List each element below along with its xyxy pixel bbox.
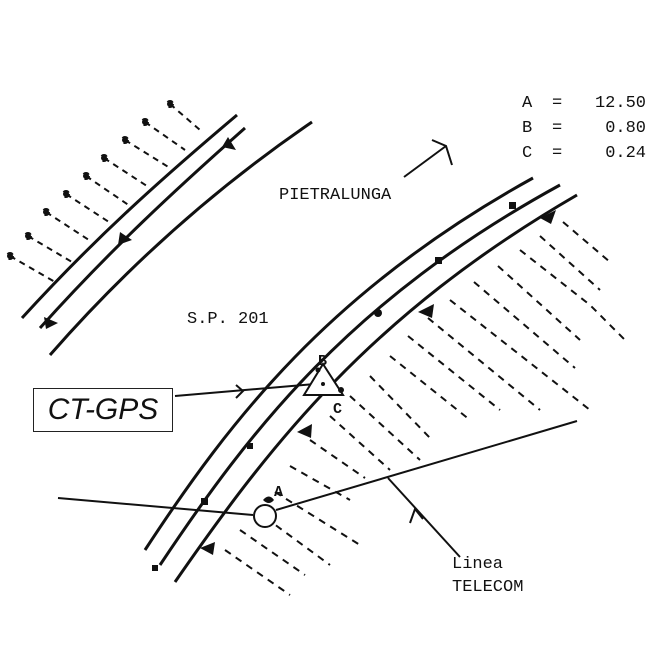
road-center-marks	[152, 202, 516, 571]
upper-embankment-hachures	[6, 100, 201, 283]
telecom-line	[57, 420, 578, 558]
main-road-edge-1	[143, 176, 534, 551]
upper-road-edge-2	[38, 126, 246, 330]
upper-road-edge-1	[20, 113, 238, 320]
legend-table: A = 12.50 B = 0.80 C = 0.24	[522, 94, 646, 163]
legend-value-b: 0.80	[605, 119, 646, 138]
telecom-label-line2: TELECOM	[452, 578, 523, 597]
upper-road	[20, 113, 313, 356]
ct-gps-label: CT-GPS	[47, 393, 159, 426]
upper-slope-marks	[44, 137, 236, 329]
point-a-mark	[263, 496, 274, 503]
legend-value-c: 0.24	[605, 144, 646, 163]
road-label: S.P. 201	[187, 310, 269, 329]
legend-eq-b: =	[552, 119, 562, 138]
upper-road-edge-3	[48, 120, 313, 356]
main-slope-marks	[200, 210, 556, 555]
main-road	[143, 176, 578, 583]
pointer-arrow-icon	[235, 384, 245, 399]
point-c-label: C	[333, 401, 342, 418]
legend-eq-c: =	[552, 144, 562, 163]
legend-eq-a: =	[552, 94, 562, 113]
main-road-edge-3	[173, 193, 578, 583]
point-b-label: B	[318, 353, 327, 370]
gps-pointer	[174, 383, 316, 399]
telecom-label-line1: Linea	[452, 555, 503, 574]
legend-key-a: A	[522, 94, 533, 113]
legend-key-c: C	[522, 144, 532, 163]
main-road-edge-2	[158, 183, 561, 566]
lower-embankment-hachures	[224, 221, 626, 596]
legend-key-b: B	[522, 119, 532, 138]
town-label: PIETRALUNGA	[279, 186, 392, 205]
pole-circle	[253, 504, 277, 528]
ct-gps-label-box: CT-GPS	[33, 388, 173, 432]
telecom-arrow-icon	[409, 506, 424, 524]
north-arrow-icon	[403, 139, 453, 178]
legend-value-a: 12.50	[595, 94, 646, 113]
point-a-label: A	[274, 484, 283, 501]
gps-triangle-marker	[302, 362, 345, 396]
